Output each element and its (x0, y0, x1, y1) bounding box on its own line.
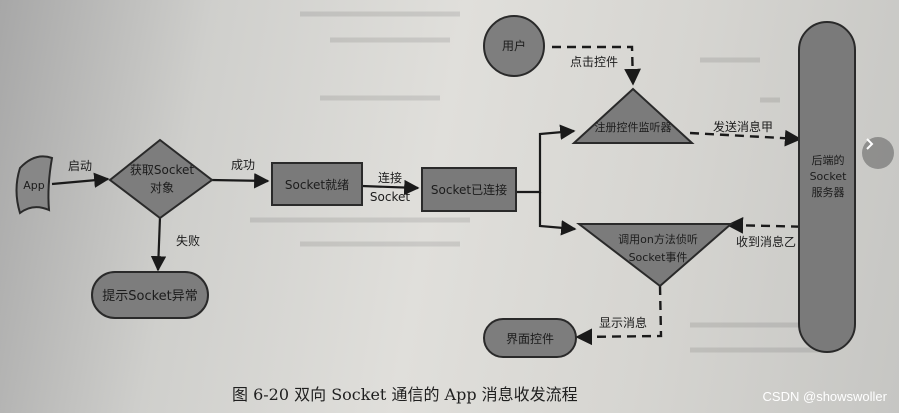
on-listen-label-1: 调用on方法侦听 (618, 232, 698, 246)
next-image-button[interactable] (862, 137, 894, 169)
server-label-2: Socket (810, 170, 848, 183)
user-label: 用户 (502, 38, 526, 53)
socket-connected-node (421, 167, 517, 212)
server-node (798, 21, 856, 353)
edge-label-fail: 失败 (176, 233, 200, 248)
ui-control-label: 界面控件 (506, 332, 554, 346)
edge-label-start: 启动 (68, 159, 92, 173)
register-listener-label: 注册控件监听器 (595, 120, 672, 134)
user-node (483, 15, 545, 77)
get-socket-label-1: 获取Socket (130, 163, 194, 177)
edge-label-success: 成功 (231, 158, 255, 172)
socket-ready-label: Socket就绪 (285, 178, 349, 192)
edge-label-receive-msg: 收到消息乙 (736, 234, 796, 249)
csdn-watermark: CSDN @showswoller (762, 389, 887, 404)
edge-label-click-control: 点击控件 (570, 55, 618, 69)
app-label: App (23, 179, 45, 192)
edge-fail (150, 216, 167, 272)
edge-start (51, 172, 110, 188)
edge-to-on (538, 192, 577, 236)
edge-success (210, 173, 270, 189)
get-socket-label-2: 对象 (150, 181, 174, 195)
edge-label-send-msg: 发送消息甲 (713, 119, 773, 134)
register-listener-node (571, 87, 695, 144)
edge-connect (361, 179, 420, 196)
server-label-1: 后端的 (812, 153, 845, 167)
edge-click-control (552, 45, 641, 86)
get-socket-decision (108, 138, 214, 220)
edge-display-msg (575, 285, 663, 346)
edge-send-msg (689, 129, 802, 147)
show-error-label: 提示Socket异常 (102, 288, 198, 304)
socket-ready-node (271, 162, 363, 206)
chevron-right-icon (866, 138, 874, 150)
edge-label-display-msg: 显示消息 (599, 315, 647, 330)
app-node (15, 155, 54, 215)
edge-to-register (516, 124, 576, 194)
ui-control-node (483, 318, 577, 358)
server-label-3: 服务器 (812, 186, 845, 199)
socket-connected-label: Socket已连接 (431, 182, 507, 197)
edge-label-connect-1: 连接 (378, 170, 402, 185)
on-listen-label-2: Socket事件 (629, 251, 688, 264)
on-listen-node (576, 223, 734, 288)
figure-caption: 图 6-20 双向 Socket 通信的 App 消息收发流程 (232, 385, 578, 404)
edge-label-connect-2: Socket (370, 190, 410, 204)
show-error-node (91, 271, 209, 319)
